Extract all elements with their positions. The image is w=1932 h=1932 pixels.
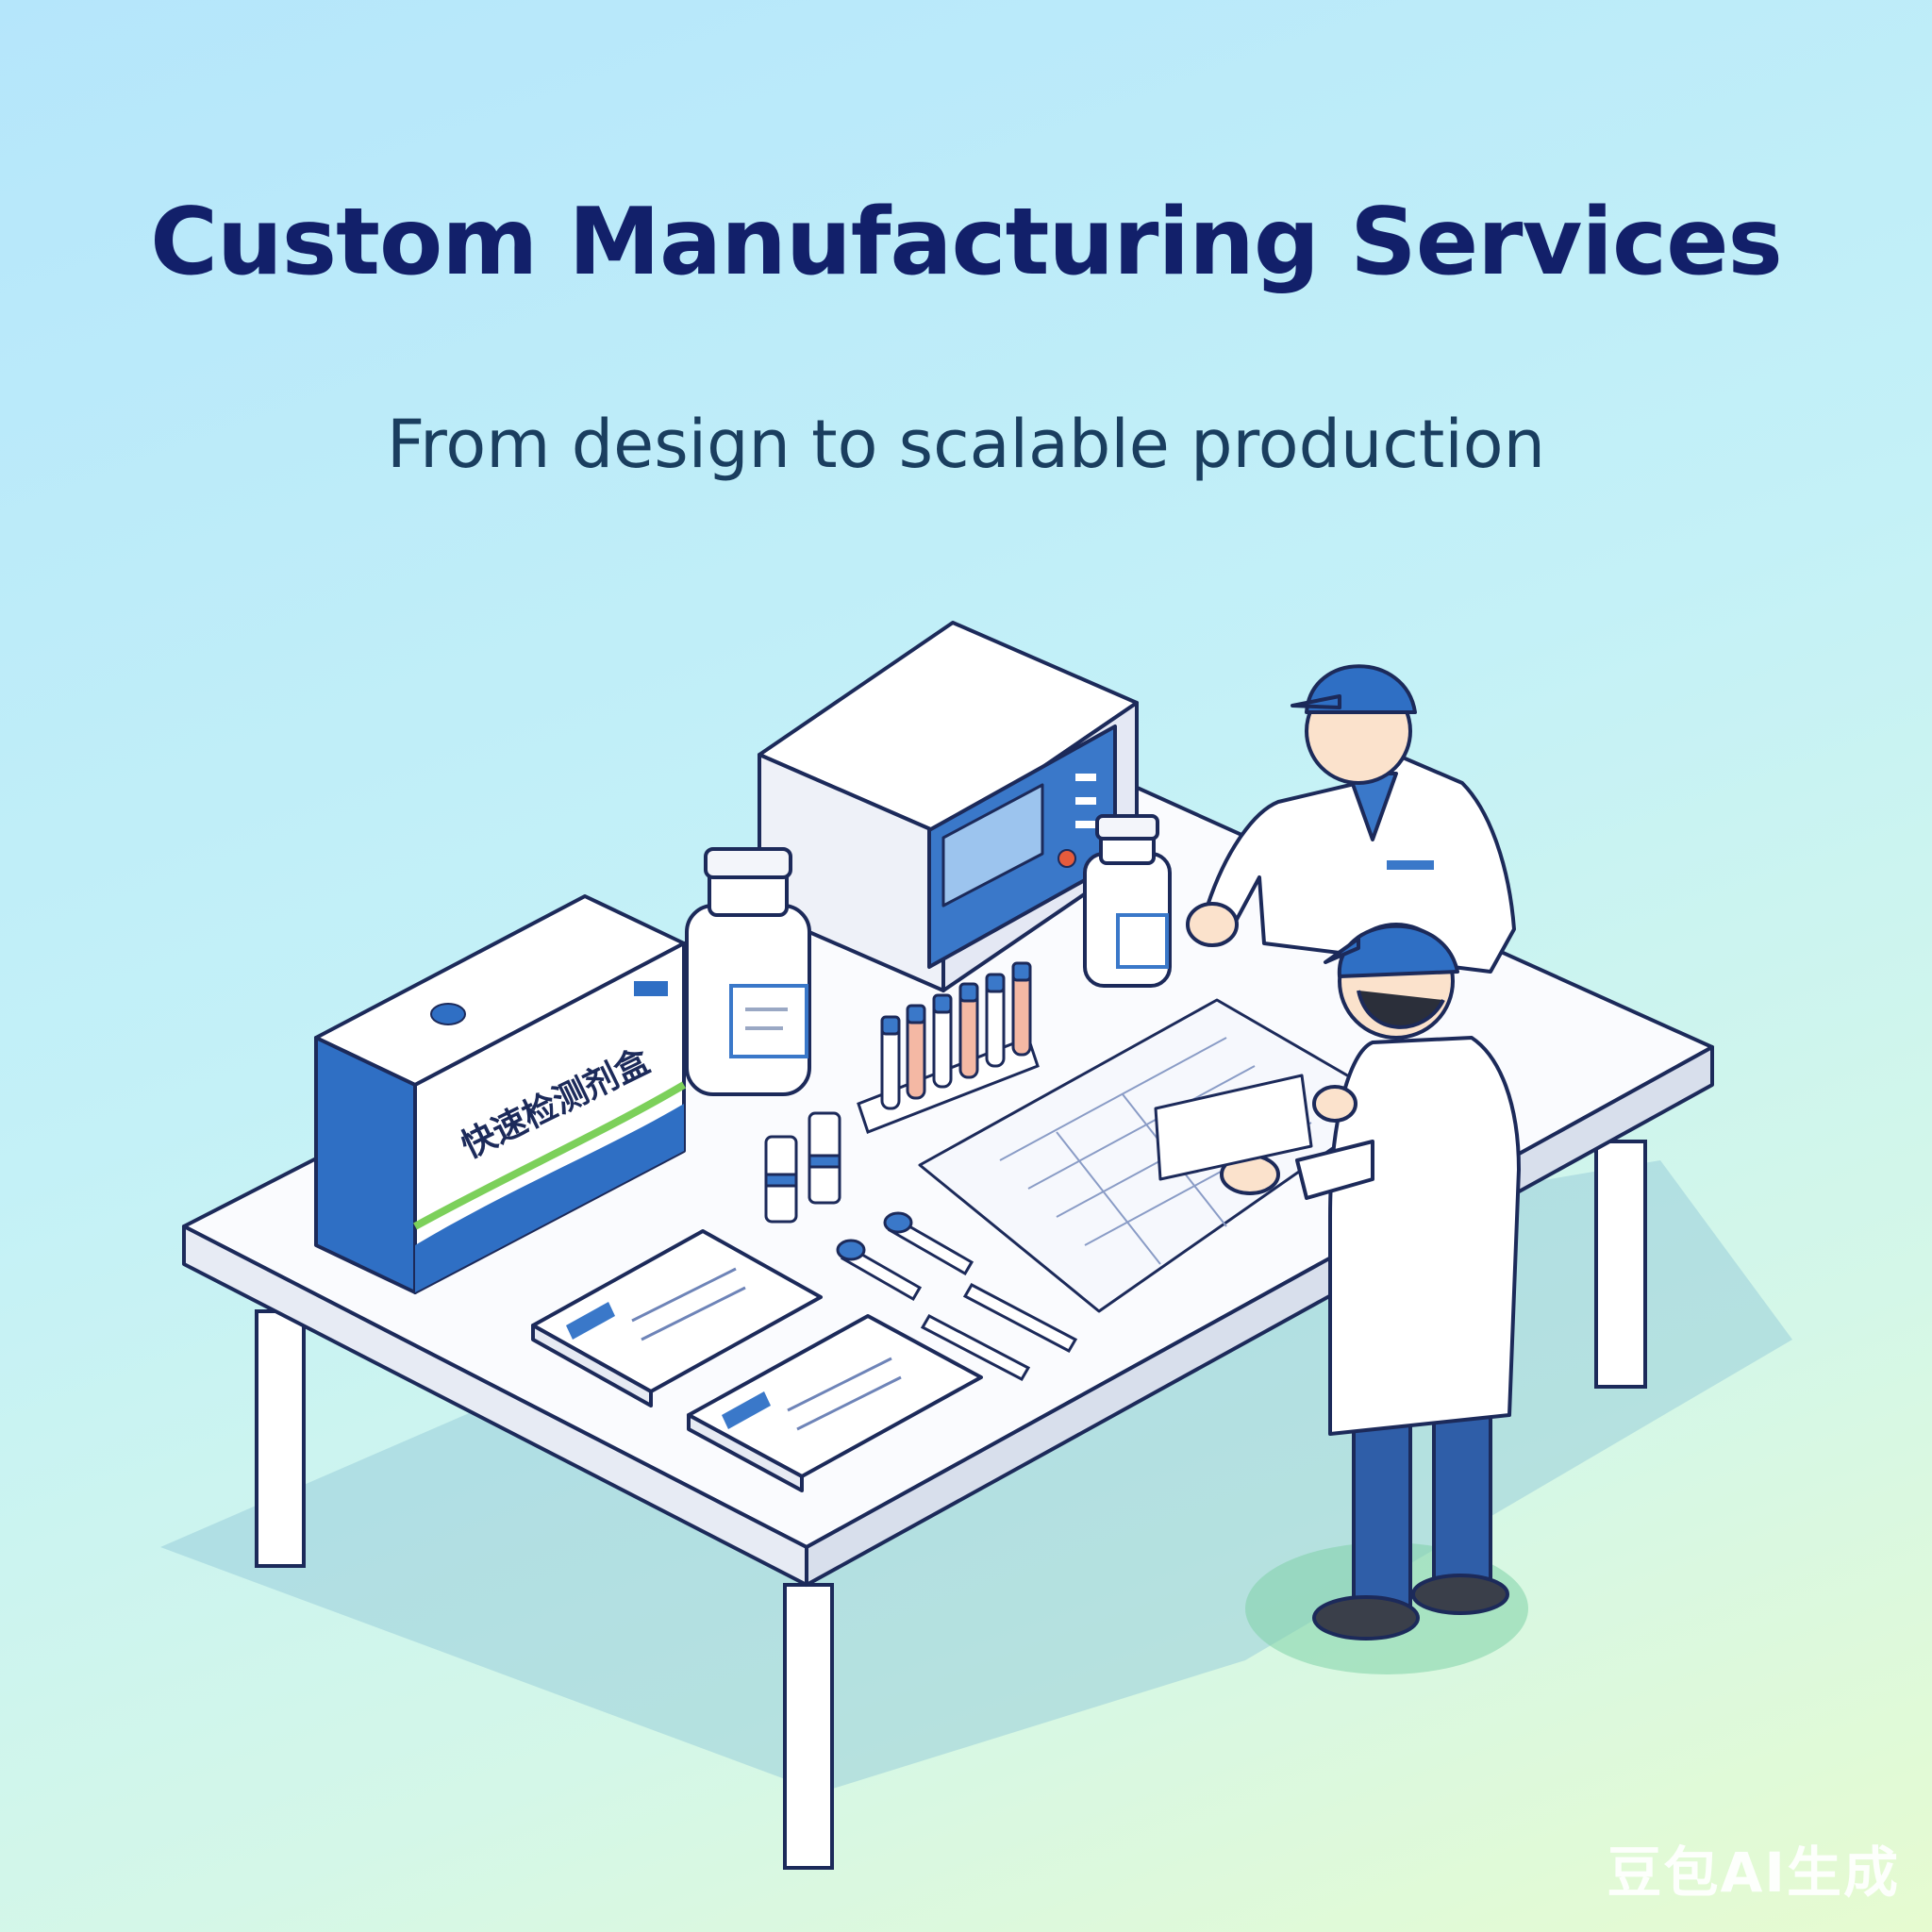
reagent-bottle	[685, 847, 811, 1096]
page-subtitle: From design to scalable production	[387, 406, 1545, 483]
test-tube-rack	[857, 961, 1040, 1134]
swabs	[836, 1211, 1078, 1381]
worker-back	[1186, 664, 1516, 974]
watermark: 豆包AI生成	[1607, 1840, 1900, 1905]
worker-front	[1154, 923, 1521, 1641]
page-title: Custom Manufacturing Services	[150, 189, 1783, 296]
sample-vials	[764, 1111, 841, 1224]
test-cassette	[531, 1229, 823, 1407]
test-kit-box	[314, 894, 687, 1294]
test-cassette	[687, 1314, 983, 1492]
control-machine	[758, 621, 1139, 992]
reagent-bottle	[1083, 814, 1172, 988]
